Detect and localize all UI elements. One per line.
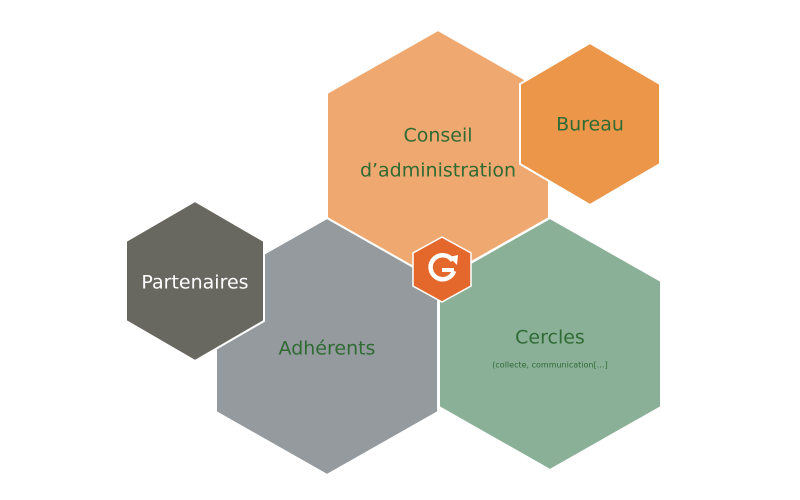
cercles-sublabel: (collecte, communication[…] xyxy=(492,361,607,370)
adherents-label: Adhérents xyxy=(279,338,376,360)
hex-bureau: Bureau xyxy=(519,41,661,207)
cercles-label: Cercles xyxy=(515,327,585,349)
conseil-label-line1: Conseil xyxy=(403,125,472,147)
hex-partenaires: Partenaires xyxy=(125,199,265,363)
conseil-label-line2: d’administration xyxy=(360,160,516,182)
refresh-arrow-icon xyxy=(428,253,458,282)
center-logo xyxy=(412,236,472,303)
partenaires-label: Partenaires xyxy=(141,272,248,294)
bureau-label: Bureau xyxy=(556,114,624,136)
